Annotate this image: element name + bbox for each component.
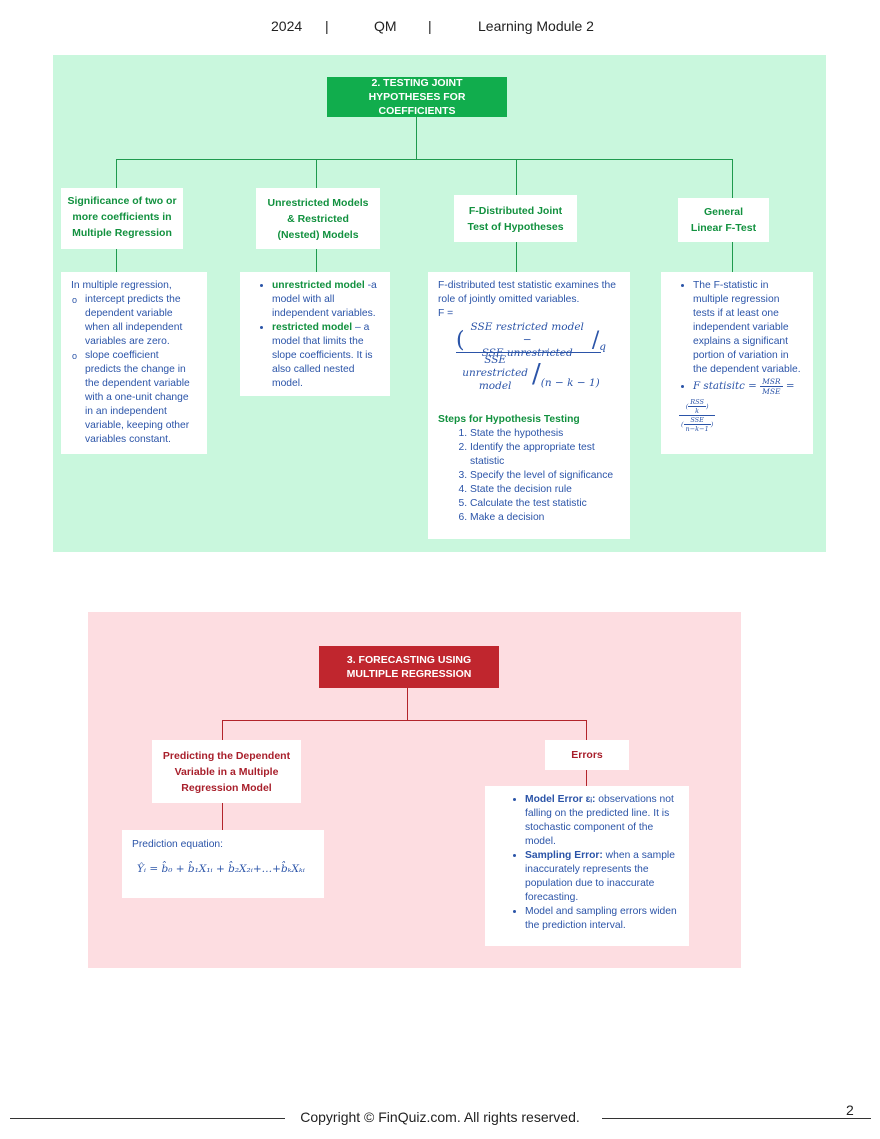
- connector-line: [732, 159, 733, 198]
- connector-line: [586, 770, 587, 786]
- steps-title: Steps for Hypothesis Testing: [438, 414, 580, 425]
- connector-line: [222, 803, 223, 830]
- header-module: Learning Module 2: [478, 18, 594, 34]
- content-box-f-test: F-distributed test statistic examines th…: [428, 272, 630, 539]
- list-item: Identify the appropriate test statistic: [470, 441, 620, 469]
- header-separator: |: [428, 18, 432, 34]
- connector-line: [316, 249, 317, 272]
- list-item: restricted model – a model that limits t…: [272, 321, 380, 391]
- list-item: intercept predicts the dependent variabl…: [72, 293, 197, 349]
- connector-line: [222, 720, 587, 721]
- connector-line: [116, 159, 733, 160]
- list-item: Sampling Error: when a sample inaccurate…: [525, 849, 679, 905]
- content-box-errors: Model Error εᵢ: observations not falling…: [485, 786, 689, 946]
- connector-line: [316, 159, 317, 188]
- connector-line: [516, 159, 517, 195]
- list-item: Specify the level of significance: [470, 469, 620, 483]
- section-3-title: 3. FORECASTING USING MULTIPLE REGRESSION: [319, 646, 499, 688]
- header-separator: |: [325, 18, 329, 34]
- footer-copyright: Copyright © FinQuiz.com. All rights rese…: [300, 1109, 580, 1125]
- list-item: Model Error εᵢ: observations not falling…: [525, 793, 679, 849]
- list-item: slope coefficient predicts the change in…: [72, 349, 197, 447]
- list-item: State the hypothesis: [470, 427, 620, 441]
- list-item: Make a decision: [470, 511, 620, 525]
- content-box-multiple-regression: In multiple regression, intercept predic…: [61, 272, 207, 454]
- section-2-title: 2. TESTING JOINT HYPOTHESES FOR COEFFICI…: [327, 77, 507, 117]
- node-f-distributed-joint-test: F-Distributed Joint Test of Hypotheses: [454, 195, 577, 242]
- page-number: 2: [846, 1102, 854, 1118]
- node-predicting-dependent-variable: Predicting the Dependent Variable in a M…: [152, 740, 301, 803]
- box-intro: F-distributed test statistic examines th…: [438, 280, 616, 305]
- connector-line: [222, 720, 223, 740]
- connector-line: [416, 117, 417, 160]
- footer-rule: [602, 1118, 871, 1119]
- prediction-equation: Ŷᵢ = b̂₀ + b̂₁X₁ᵢ + b̂₂X₂ᵢ+…+b̂ₖXₖᵢ: [137, 863, 305, 875]
- connector-line: [407, 688, 408, 721]
- connector-line: [732, 242, 733, 272]
- list-item: unrestricted model -a model with all ind…: [272, 279, 380, 321]
- node-general-linear-f-test: General Linear F-Test: [678, 198, 769, 242]
- node-significance-coefficients: Significance of two or more coefficients…: [61, 188, 183, 249]
- node-unrestricted-restricted-models: Unrestricted Models & Restricted (Nested…: [256, 188, 380, 249]
- connector-line: [116, 159, 117, 188]
- node-errors: Errors: [545, 740, 629, 770]
- prediction-label: Prediction equation:: [132, 839, 224, 850]
- content-box-general-f-test: The F-statistic in multiple regression t…: [661, 272, 813, 454]
- list-item: The F-statistic in multiple regression t…: [693, 279, 803, 377]
- f-label: F =: [438, 308, 454, 319]
- content-box-prediction-equation: Prediction equation: Ŷᵢ = b̂₀ + b̂₁X₁ᵢ +…: [122, 830, 324, 898]
- connector-line: [586, 720, 587, 740]
- footer-rule: [10, 1118, 285, 1119]
- f-formula: ( SSE restricted model −SSE unrestricted…: [456, 321, 606, 392]
- list-item: State the decision rule: [470, 483, 620, 497]
- list-item: Model and sampling errors widen the pred…: [525, 905, 679, 933]
- box-intro: In multiple regression,: [71, 280, 172, 291]
- connector-line: [516, 242, 517, 272]
- header-year: 2024: [271, 18, 303, 34]
- page-header: 2024 | QM | Learning Module 2: [0, 18, 880, 38]
- content-box-models: unrestricted model -a model with all ind…: [240, 272, 390, 396]
- header-subject: QM: [374, 18, 397, 34]
- list-item: Calculate the test statistic: [470, 497, 620, 511]
- connector-line: [116, 249, 117, 272]
